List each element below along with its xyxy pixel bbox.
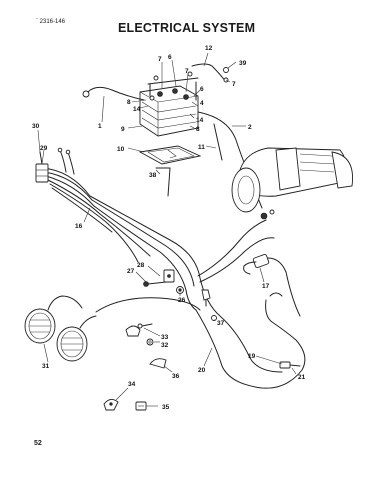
ground-strap bbox=[213, 123, 223, 161]
connector-35 bbox=[135, 401, 147, 411]
cable-clamp-wire bbox=[191, 63, 227, 83]
horn-switch bbox=[201, 289, 211, 307]
callout-6-b: 6 bbox=[200, 86, 204, 93]
clamp-36 bbox=[149, 358, 167, 369]
callout-9: 9 bbox=[121, 126, 125, 133]
callout-21: 21 bbox=[298, 374, 306, 381]
mounting-bolt bbox=[143, 281, 167, 287]
callout-29: 29 bbox=[40, 145, 48, 152]
harness-connector bbox=[35, 163, 49, 183]
starter-motor bbox=[231, 147, 354, 220]
page-title: ELECTRICAL SYSTEM bbox=[118, 21, 256, 35]
callout-36: 36 bbox=[172, 373, 180, 380]
callout-26: 26 bbox=[178, 297, 186, 304]
callout-8-a: 8 bbox=[127, 99, 131, 106]
page-number: 52 bbox=[34, 440, 42, 447]
main-wiring-harness bbox=[41, 147, 283, 373]
headlight-left bbox=[24, 295, 83, 344]
callout-32: 32 bbox=[161, 342, 169, 349]
wire-terminal bbox=[269, 292, 283, 297]
callout-35: 35 bbox=[162, 404, 170, 411]
battery-support-rod bbox=[155, 167, 171, 197]
washer-32 bbox=[146, 338, 154, 346]
callout-37: 37 bbox=[217, 320, 225, 327]
callout-4: 4 bbox=[200, 100, 204, 107]
callout-2: 2 bbox=[248, 124, 252, 131]
headlight-right bbox=[56, 315, 97, 362]
terminal-nut bbox=[223, 67, 229, 73]
callout-19: 19 bbox=[248, 353, 256, 360]
callout-12: 12 bbox=[205, 45, 213, 52]
callout-14-b: 14 bbox=[196, 117, 204, 124]
callout-34: 34 bbox=[128, 381, 136, 388]
callout-38: 38 bbox=[149, 172, 157, 179]
callout-20: 20 bbox=[198, 367, 206, 374]
battery bbox=[139, 85, 199, 137]
battery-ground-cable bbox=[87, 86, 145, 101]
fuse-holder bbox=[163, 269, 175, 283]
callout-39: 39 bbox=[239, 60, 247, 67]
callout-33: 33 bbox=[161, 334, 169, 341]
callout-7-a: 7 bbox=[232, 81, 236, 88]
starter-relay bbox=[243, 254, 301, 317]
callout-17: 17 bbox=[262, 283, 270, 290]
terminal-34 bbox=[103, 399, 119, 411]
harness-plug bbox=[279, 361, 301, 369]
nut-37 bbox=[211, 315, 217, 321]
callout-31: 31 bbox=[42, 363, 50, 370]
callout-7-b: 7 bbox=[158, 56, 162, 63]
callout-11: 11 bbox=[198, 144, 205, 151]
headlight-wire bbox=[95, 297, 201, 313]
callout-14-a: 14 bbox=[133, 106, 141, 113]
connector-terminal bbox=[39, 151, 43, 165]
callout-16: 16 bbox=[75, 223, 83, 230]
grommet bbox=[176, 286, 184, 294]
cable-terminal-ring bbox=[82, 90, 90, 98]
callout-7-c: 7 bbox=[185, 68, 189, 75]
callout-8-b: 8 bbox=[196, 126, 200, 133]
callout-27: 27 bbox=[127, 268, 135, 275]
callout-10: 10 bbox=[117, 146, 125, 153]
starter-feed-wire-2 bbox=[199, 237, 275, 283]
callout-1: 1 bbox=[98, 123, 102, 130]
leader-lines bbox=[37, 52, 297, 407]
screw-33 bbox=[137, 323, 153, 329]
callout-28: 28 bbox=[137, 262, 145, 269]
reference-code: ` 2316-146 bbox=[36, 19, 66, 25]
battery-tray bbox=[138, 145, 202, 165]
harness-clip bbox=[125, 325, 141, 337]
rear-harness bbox=[195, 299, 306, 389]
callout-30: 30 bbox=[32, 123, 40, 130]
starter-feed-wire bbox=[197, 219, 267, 277]
callout-labels: 12 39 7 7 6 7 6 4 8 14 14 8 9 1 2 11 10 … bbox=[32, 45, 306, 411]
callout-6-a: 6 bbox=[168, 54, 172, 61]
